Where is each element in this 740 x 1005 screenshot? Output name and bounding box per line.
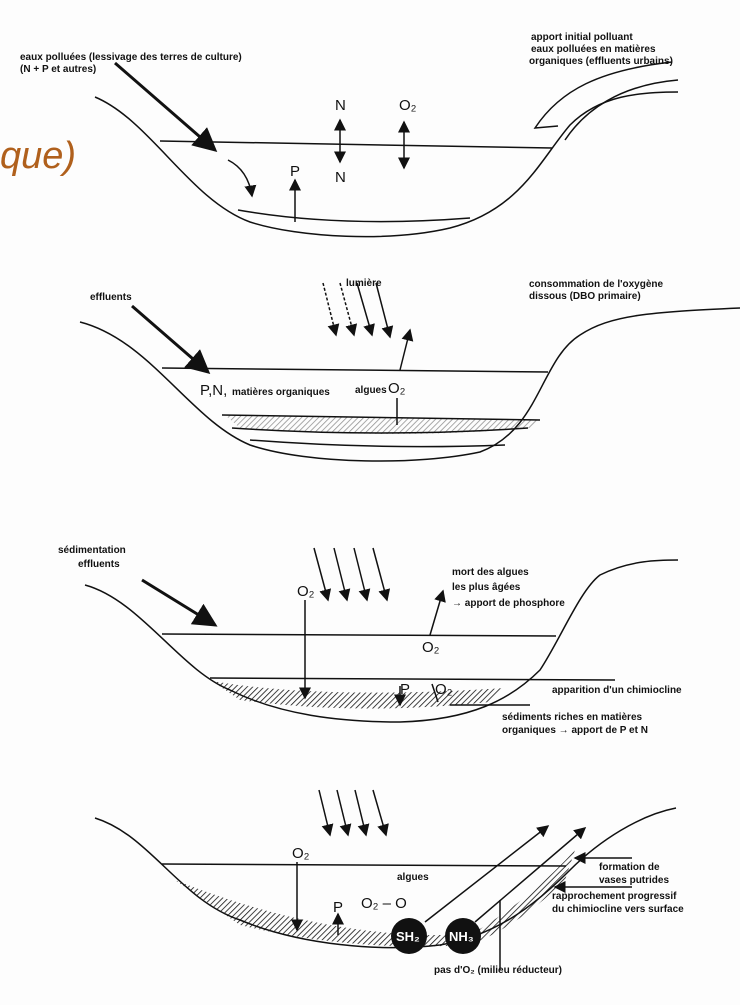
light-arrow: [318, 789, 334, 837]
label-chemocline-surface: du chimiocline vers surface: [552, 904, 684, 915]
light-arrow: [333, 547, 351, 602]
label-algae: algues: [397, 872, 429, 883]
label-o2-surface: O₂: [422, 639, 440, 656]
label-sediments: sédiments riches en matières: [502, 712, 643, 723]
runoff-arrow: [114, 61, 218, 152]
basin-outline: [94, 807, 677, 949]
light-arrow: [354, 789, 370, 837]
urban-effluent-arrow-outline: [564, 79, 679, 141]
phosphorus-arrow: [429, 589, 446, 636]
putrid-mud-hatch: [175, 850, 575, 947]
label-p: P: [333, 899, 343, 916]
label-o2: O₂: [292, 845, 310, 862]
light-arrow: [372, 789, 389, 837]
sh2-bubble: [391, 918, 427, 954]
light-arrow: [353, 547, 371, 602]
sediment-line-3: [249, 439, 506, 448]
o2-release-arrow: [399, 328, 414, 371]
light-arrow: [356, 282, 375, 337]
label-organic-p-n: organiques → apport de P et N: [502, 725, 648, 736]
light-arrow: [322, 282, 340, 337]
sediment-hatch: [225, 415, 538, 434]
label-initial-pollutant: apport initial polluant: [531, 32, 633, 43]
water-surface: [161, 633, 557, 637]
effluent-arrow: [131, 304, 211, 374]
light-arrow: [336, 789, 352, 837]
label-effluents: effluents: [78, 559, 120, 570]
label-nh3: NH₃: [449, 929, 474, 944]
label-organic-waters: eaux polluées en matières: [531, 44, 656, 55]
sediment-line-1: [221, 414, 541, 421]
panel-3: sédimentation effluents mort des algues …: [58, 545, 682, 736]
label-p: P: [290, 163, 300, 180]
runoff-arrow-small: [227, 159, 257, 198]
label-n-bottom: N: [335, 169, 346, 186]
label-organic-matter: matières organiques: [232, 387, 330, 398]
label-no-oxygen: pas d'O₂ (milieu réducteur): [434, 965, 562, 976]
light-arrow: [372, 547, 391, 602]
water-surface: [159, 140, 553, 149]
label-chemocline: apparition d'un chimiocline: [552, 685, 682, 696]
light-arrows: [318, 789, 389, 837]
label-n-top: N: [335, 97, 346, 114]
sediment-line-2: [231, 427, 529, 434]
basin-outline: [84, 559, 679, 723]
light-arrows: }: [322, 282, 394, 339]
nh3-bubble: [445, 918, 481, 954]
light-arrow: [339, 282, 358, 337]
title-fragment: que): [0, 135, 76, 177]
light-arrows: [313, 547, 391, 602]
label-o2: O₂: [388, 380, 406, 397]
water-surface: [161, 863, 567, 867]
label-oxygen-consumption: consommation de l'oxygène: [529, 279, 664, 290]
label-pn: P,N,: [200, 382, 227, 399]
label-progressive: rapprochement progressif: [552, 891, 677, 902]
label-o2: O₂: [399, 97, 417, 114]
label-dbo: dissous (DBO primaire): [529, 291, 641, 302]
label-formation: formation de: [599, 862, 660, 873]
label-algae: algues: [355, 385, 387, 396]
sediment-layer: [237, 209, 471, 223]
label-p: P: [400, 681, 410, 698]
label-sh2: SH₂: [396, 929, 420, 944]
label-sedimentation: sédimentation: [58, 545, 126, 556]
label-light: lumière: [346, 278, 382, 289]
label-urban-effluents: organiques (effluents urbains): [529, 56, 673, 67]
label-oldest: les plus âgées: [452, 582, 521, 593]
panel-4: SH₂ NH₃ O₂ algues P O₂ – O formation de …: [94, 789, 684, 976]
label-o2-o: O₂ – O: [361, 895, 407, 912]
label-phosphorus-input: → apport de phosphore: [452, 598, 565, 609]
urban-effluent-arrow: [533, 61, 673, 129]
label-polluted-runoff: eaux polluées (lessivage des terres de c…: [20, 52, 242, 63]
label-n-p: (N + P et autres): [20, 64, 96, 75]
light-arrow: [313, 547, 332, 602]
basin-outline: [79, 307, 740, 462]
label-o2-top: O₂: [297, 583, 315, 600]
chemocline-line: [209, 677, 616, 681]
light-arrow: [375, 282, 394, 339]
sediment-hatch: [212, 681, 505, 709]
nh3-release-arrow: [474, 827, 587, 923]
basin-outline: [94, 91, 679, 238]
panel-2: } effluents lumière consommation de l'ox…: [79, 278, 740, 462]
water-surface: [161, 367, 549, 373]
sh2-release-arrow: [424, 825, 550, 923]
o2-bottom-line: [431, 683, 439, 703]
panel-1: eaux polluées (lessivage des terres de c…: [20, 32, 679, 238]
label-o2-bottom: O₂: [435, 681, 453, 698]
label-putrid-mud: vases putrides: [599, 875, 669, 886]
label-dead-algae: mort des algues: [452, 567, 529, 578]
effluent-arrow: [141, 578, 218, 627]
label-effluents: effluents: [90, 292, 132, 303]
